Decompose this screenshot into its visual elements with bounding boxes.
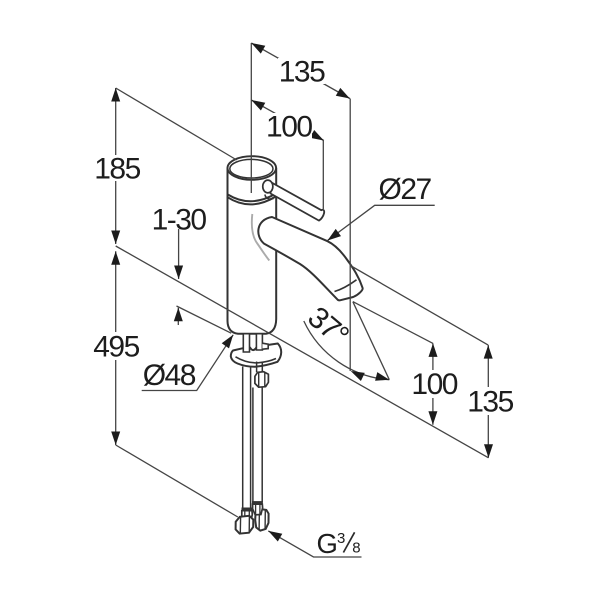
svg-text:135: 135 bbox=[467, 386, 513, 419]
svg-text:Ø27: Ø27 bbox=[378, 173, 431, 206]
svg-text:Ø48: Ø48 bbox=[143, 359, 196, 392]
svg-text:185: 185 bbox=[94, 153, 140, 186]
svg-text:G: G bbox=[317, 528, 338, 559]
svg-text:495: 495 bbox=[93, 331, 139, 364]
svg-text:100: 100 bbox=[266, 111, 312, 144]
svg-text:100: 100 bbox=[411, 368, 457, 401]
svg-text:1-30: 1-30 bbox=[152, 204, 207, 237]
svg-text:135: 135 bbox=[279, 56, 325, 89]
svg-text:3: 3 bbox=[337, 530, 345, 547]
svg-text:8: 8 bbox=[352, 540, 360, 557]
